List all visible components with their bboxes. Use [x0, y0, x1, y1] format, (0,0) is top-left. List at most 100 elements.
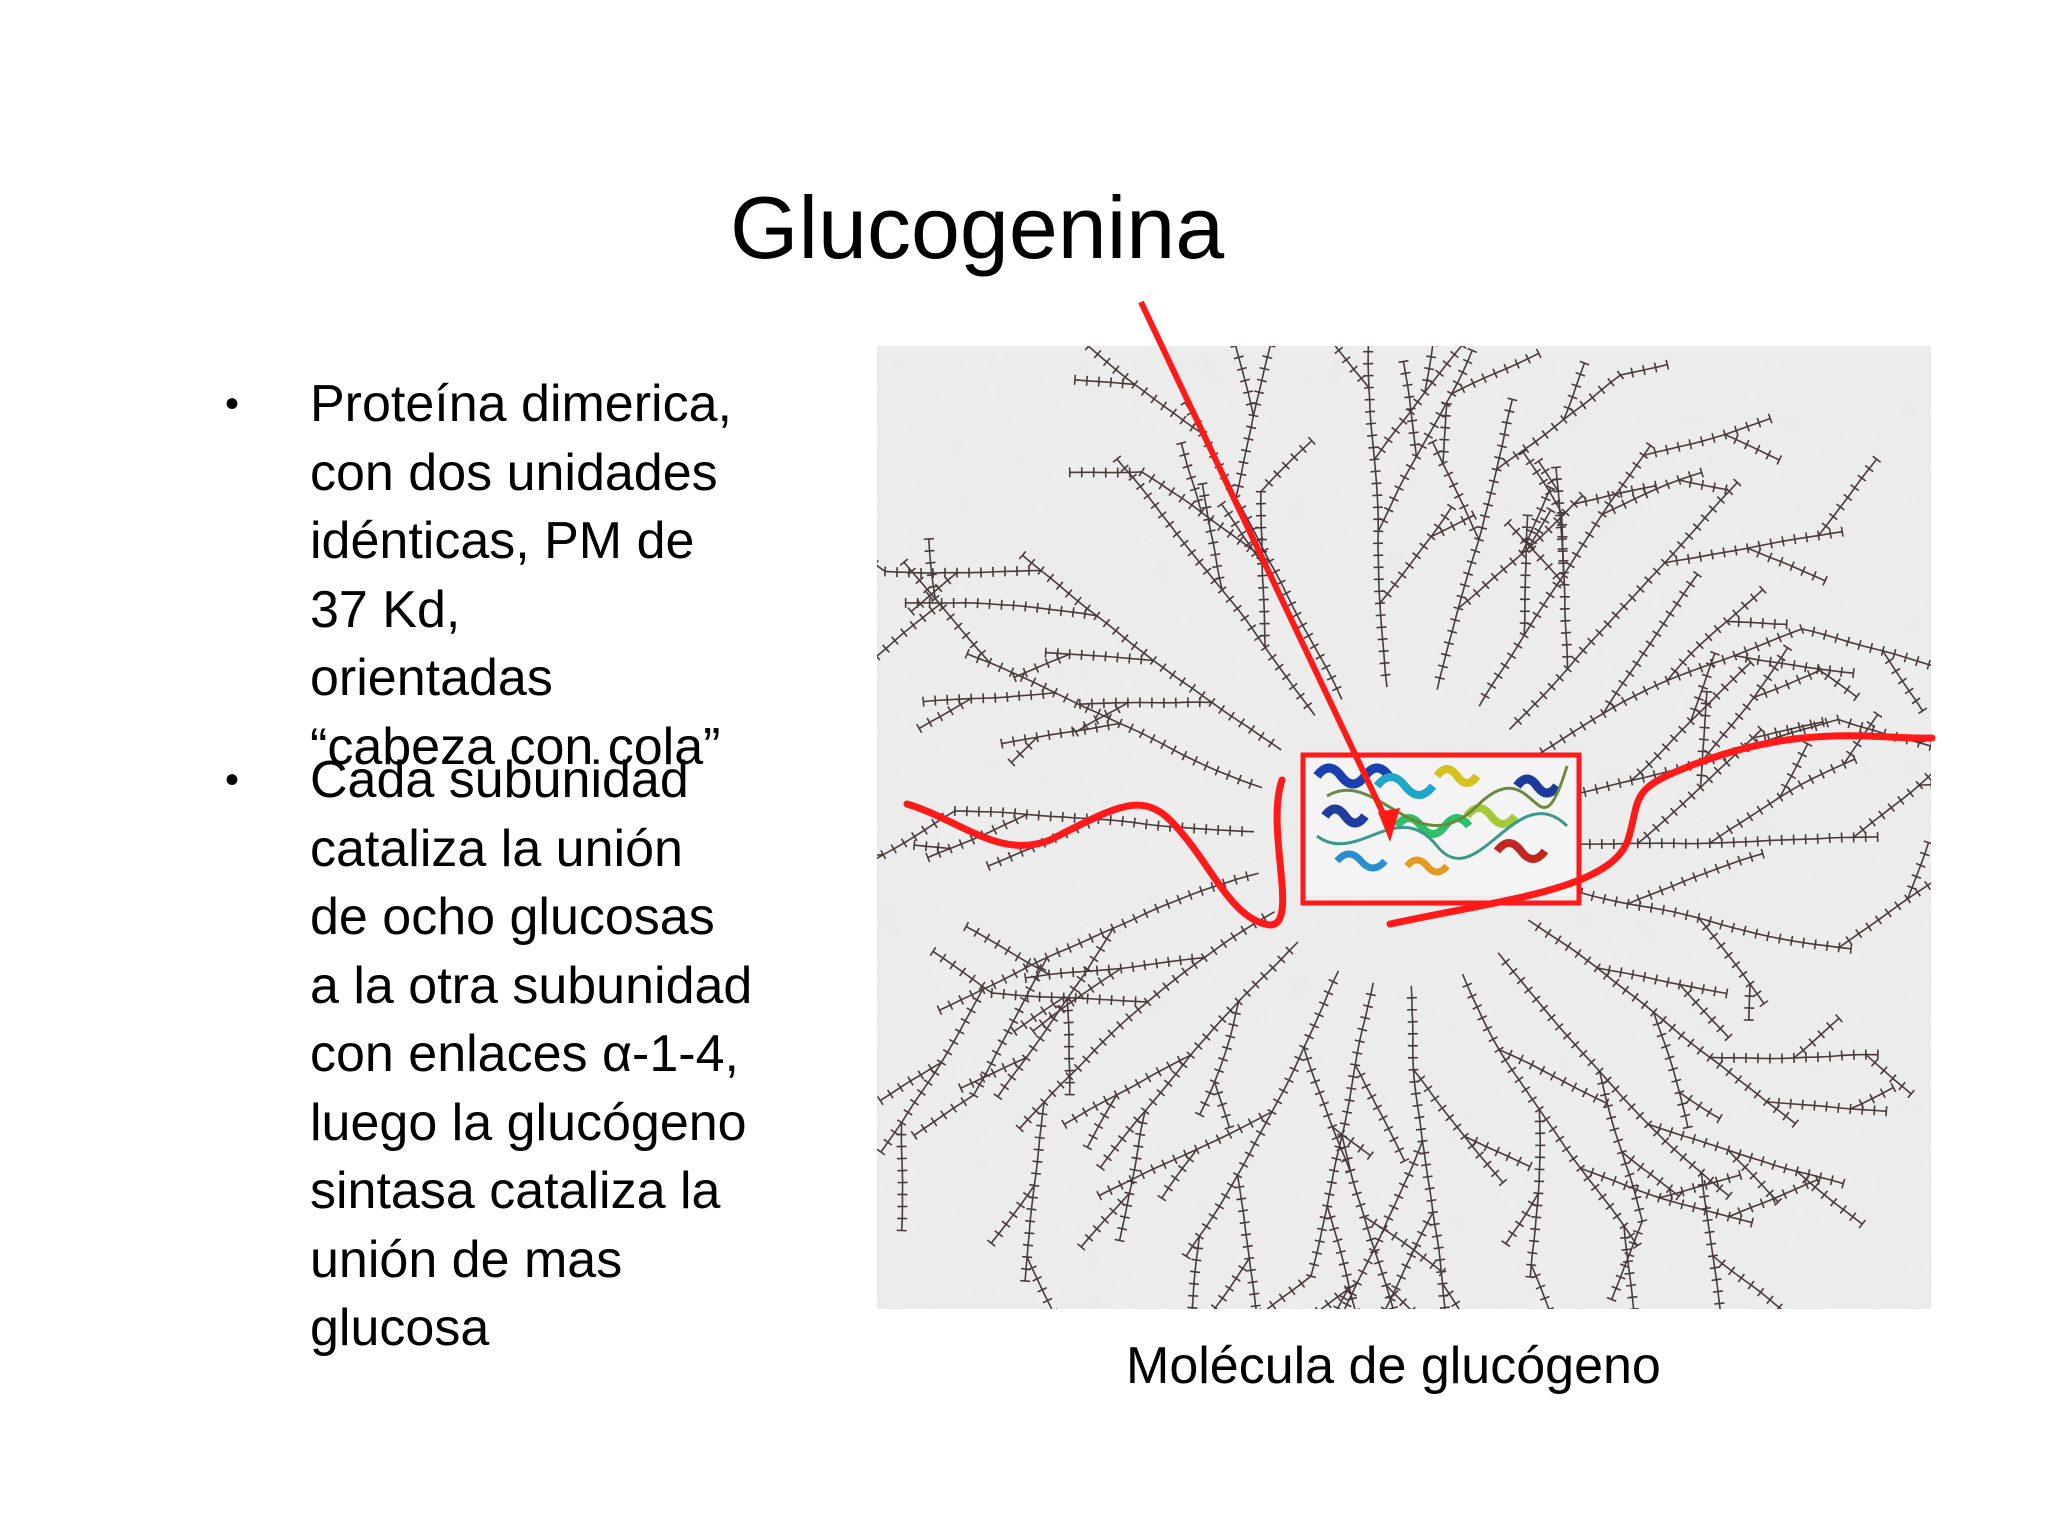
glycogen-branch-segment — [1535, 1205, 1539, 1218]
glycogen-branch-segment — [1116, 1088, 1128, 1096]
glycogen-branch-segment — [1690, 644, 1701, 655]
glycogen-branch-segment — [1427, 439, 1438, 445]
glycogen-branch-segment — [1093, 654, 1106, 658]
glycogen-branch-segment — [1650, 1008, 1658, 1017]
glycogen-branch-segment — [877, 853, 884, 856]
glycogen-branch-segment — [1109, 377, 1113, 388]
glycogen-branch-segment — [1696, 517, 1706, 528]
glycogen-branch-segment — [1032, 1023, 1043, 1032]
glycogen-branch-segment — [1539, 557, 1550, 568]
glycogen-branch-segment — [915, 576, 924, 585]
glycogen-branch-segment — [1693, 696, 1704, 701]
glycogen-branch-segment — [1145, 1072, 1152, 1083]
glycogen-branch-segment — [942, 1048, 953, 1056]
glycogen-branch-segment — [1379, 603, 1382, 616]
glycogen-branch-segment — [1396, 1274, 1407, 1280]
glycogen-branch-segment — [923, 699, 936, 703]
glycogen-branch-segment — [1024, 667, 1037, 674]
glycogen-branch-segment — [1656, 562, 1666, 572]
glycogen-branch-segment — [1712, 1290, 1724, 1293]
glycogen-branch-segment — [1071, 607, 1075, 618]
glycogen-branch-segment — [1682, 1134, 1695, 1140]
glycogen-branch-segment — [1577, 952, 1589, 962]
glycogen-branch-segment — [1620, 371, 1633, 376]
glycogen-branch-segment — [1229, 1000, 1240, 1011]
glycogen-branch-segment — [1565, 1148, 1575, 1160]
glycogen-branch-segment — [1405, 463, 1416, 471]
glycogen-branch-segment — [1007, 1073, 1017, 1081]
glycogen-branch-segment — [1667, 479, 1680, 486]
glycogen-branch-segment — [1438, 363, 1448, 374]
glycogen-branch-segment — [1108, 722, 1121, 727]
glycogen-branch-segment — [976, 598, 979, 609]
glycogen-branch-segment — [1259, 1122, 1267, 1134]
glycogen-branch-segment — [1654, 974, 1659, 985]
glycogen-branch-segment — [1435, 369, 1444, 378]
glycogen-branch-segment — [1528, 1059, 1535, 1070]
glycogen-branch-segment — [1724, 433, 1737, 441]
glycogen-branch-segment — [1262, 599, 1266, 612]
glycogen-branch-segment — [1143, 997, 1152, 1007]
glycogen-branch-segment — [1594, 1186, 1604, 1198]
glycogen-branch-segment — [1031, 562, 1042, 572]
glycogen-branch-segment — [1727, 954, 1737, 966]
glycogen-branch-segment — [1029, 1209, 1033, 1222]
glycogen-branch-segment — [1356, 1041, 1361, 1054]
glycogen-branch-segment — [1473, 528, 1480, 540]
glycogen-branch-segment — [1288, 1286, 1296, 1296]
glycogen-branch-segment — [1027, 1233, 1031, 1246]
glycogen-branch-segment — [1872, 455, 1882, 463]
glycogen-branch-segment — [1437, 1282, 1448, 1286]
glycogen-branch-segment — [1314, 1081, 1321, 1094]
glycogen-branch-segment — [1523, 624, 1532, 636]
glycogen-branch-segment — [1622, 474, 1631, 486]
glycogen-branch-segment — [1606, 1079, 1617, 1090]
glycogen-branch-segment — [1313, 1014, 1320, 1027]
glycogen-branch-segment — [1550, 422, 1559, 432]
glycogen-branch-segment — [1560, 415, 1568, 424]
glycogen-branch-segment — [1435, 411, 1445, 419]
glycogen-branch-segment — [1245, 1268, 1256, 1272]
glycogen-branch-segment — [1066, 988, 1075, 1000]
glycogen-branch-segment — [1705, 1209, 1718, 1215]
glycogen-branch-segment — [1121, 1216, 1126, 1229]
glycogen-branch-segment — [1400, 1265, 1407, 1278]
glycogen-branch-segment — [1034, 967, 1043, 979]
glycogen-branch-segment — [1182, 826, 1195, 830]
glycogen-branch-segment — [1422, 1256, 1434, 1266]
bullet-text: Cada subunidad cataliza la unión de ocho… — [310, 751, 753, 1357]
glycogen-branch-segment — [1610, 1287, 1617, 1300]
glycogen-branch-segment — [1600, 1171, 1606, 1182]
glycogen-branch-segment — [1714, 1176, 1720, 1187]
glycogen-branch-segment — [1503, 560, 1514, 570]
glycogen-branch-segment — [1195, 1247, 1199, 1261]
glycogen-branch-segment — [1007, 1020, 1015, 1033]
glycogen-branch-segment — [1327, 981, 1334, 994]
glycogen-branch-segment — [1044, 658, 1050, 669]
glycogen-branch-segment — [1590, 1061, 1601, 1072]
glycogen-branch-segment — [1598, 1071, 1604, 1084]
glycogen-branch-segment — [1821, 522, 1831, 530]
glycogen-branch-segment — [1830, 530, 1843, 535]
glycogen-branch-segment — [1536, 506, 1547, 513]
glycogen-branch-segment — [1727, 1149, 1737, 1160]
glycogen-branch-segment — [1055, 947, 1061, 958]
glycogen-branch-segment — [1762, 622, 1775, 625]
glycogen-branch-segment — [1841, 671, 1854, 674]
glycogen-branch-segment — [1452, 380, 1463, 387]
glycogen-branch-segment — [1090, 932, 1103, 939]
glycogen-branch-segment — [1424, 380, 1428, 393]
glycogen-branch-segment — [1588, 523, 1597, 536]
glycogen-branch-segment — [1802, 1041, 1813, 1051]
glycogen-branch-segment — [1691, 998, 1700, 1007]
glycogen-branch-segment — [1442, 451, 1445, 464]
glycogen-branch-segment — [1802, 1103, 1815, 1107]
glycogen-branch-segment — [1446, 354, 1456, 365]
glycogen-branch-segment — [1540, 467, 1550, 475]
glycogen-branch-segment — [1537, 460, 1546, 472]
glycogen-branch-segment — [1848, 932, 1860, 942]
glycogen-branch-segment — [1074, 596, 1082, 606]
glycogen-branch-segment — [1398, 417, 1408, 425]
glycogen-branch-segment — [1194, 1111, 1205, 1118]
glycogen-branch-segment — [1424, 366, 1435, 371]
